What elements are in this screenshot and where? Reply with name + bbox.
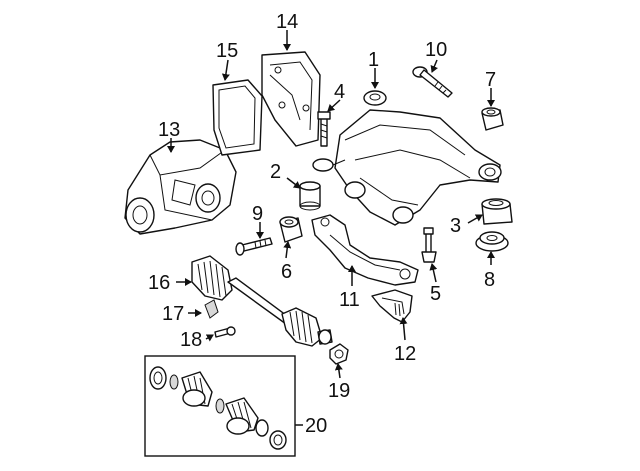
callout-16: 16 bbox=[148, 272, 170, 294]
callout-7: 7 bbox=[485, 69, 496, 91]
bracket-12 bbox=[371, 289, 413, 323]
callout-6: 6 bbox=[281, 261, 292, 283]
callout-4: 4 bbox=[334, 81, 345, 103]
callout-10: 10 bbox=[425, 39, 447, 61]
callout-13: 13 bbox=[158, 119, 180, 141]
callout-19: 19 bbox=[328, 380, 350, 402]
nut-19 bbox=[329, 343, 349, 365]
boot-kit-box bbox=[144, 355, 296, 457]
differential-housing bbox=[124, 139, 237, 235]
callout-18: 18 bbox=[180, 329, 202, 351]
bushing-2 bbox=[299, 181, 321, 211]
callout-9: 9 bbox=[252, 203, 263, 225]
bushing-top bbox=[481, 107, 504, 131]
leader-lines bbox=[167, 30, 495, 426]
subframe bbox=[312, 90, 502, 226]
callout-20: 20 bbox=[305, 415, 327, 437]
mount-8 bbox=[475, 231, 509, 252]
callout-8: 8 bbox=[484, 269, 495, 291]
bushing-6 bbox=[279, 216, 303, 243]
callout-1: 1 bbox=[368, 49, 379, 71]
callout-labels: 1 2 3 4 5 6 7 8 9 10 11 12 13 14 15 16 1… bbox=[148, 11, 496, 437]
bolt-9 bbox=[235, 237, 273, 256]
housing-cover bbox=[261, 51, 321, 147]
callout-14: 14 bbox=[276, 11, 298, 33]
stud bbox=[317, 111, 331, 147]
callout-17: 17 bbox=[162, 303, 184, 325]
long-bolt bbox=[412, 66, 453, 98]
clip-17 bbox=[204, 299, 219, 319]
callout-3: 3 bbox=[450, 215, 461, 237]
mount-3 bbox=[481, 198, 513, 225]
callout-2: 2 bbox=[270, 161, 281, 183]
callout-12: 12 bbox=[394, 343, 416, 365]
callout-5: 5 bbox=[430, 283, 441, 305]
cover-plate bbox=[212, 79, 263, 156]
callout-15: 15 bbox=[216, 40, 238, 62]
bolt-18 bbox=[214, 326, 236, 338]
bolt-5 bbox=[421, 227, 437, 263]
drive-shaft bbox=[191, 255, 333, 347]
callout-11: 11 bbox=[339, 289, 360, 311]
bracket-link bbox=[311, 214, 419, 286]
